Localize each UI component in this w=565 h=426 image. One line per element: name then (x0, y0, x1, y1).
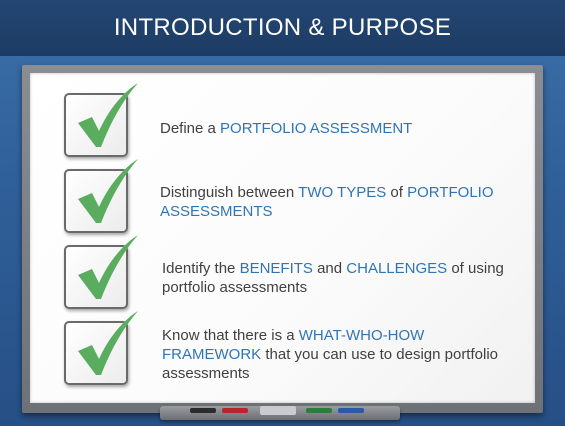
slide-title-bar: INTRODUCTION & PURPOSE (0, 0, 565, 56)
eraser-icon (260, 406, 296, 415)
highlight-segment: BENEFITS (239, 260, 313, 277)
text-segment: Distinguish between (160, 184, 299, 201)
text-segment: and (312, 260, 347, 277)
text-segment: Identify the (162, 260, 240, 277)
text-segment: Know that there is a (162, 327, 299, 344)
text-segment: of (386, 184, 408, 201)
text-segment: of using portfolio assessments (162, 260, 504, 296)
text-segment: Define a (160, 120, 221, 137)
highlight-segment: TWO TYPES (298, 184, 387, 201)
red-marker-icon (222, 408, 248, 413)
blue-marker-icon (338, 408, 364, 413)
checkmark-icon (78, 235, 138, 299)
marker-tray (160, 406, 400, 420)
black-marker-icon (190, 408, 216, 413)
objective-text-4: Know that there is a WHAT-WHO-HOW FRAMEW… (162, 326, 502, 383)
text-segment: that you can use to design portfolio ass… (162, 346, 498, 382)
green-marker-icon (306, 408, 332, 413)
whiteboard: Define a PORTFOLIO ASSESSMENT Distinguis… (30, 73, 535, 403)
checkmark-icon (78, 159, 138, 223)
objective-text-1: Define a PORTFOLIO ASSESSMENT (160, 119, 520, 138)
highlight-segment: PORTFOLIO ASSESSMENT (220, 120, 413, 137)
objective-text-2: Distinguish between TWO TYPES of PORTFOL… (160, 183, 530, 221)
slide-title: INTRODUCTION & PURPOSE (113, 14, 452, 41)
highlight-segment: CHALLENGES (346, 260, 448, 277)
highlight-segment: PORTFOLIO ASSESSMENTS (160, 184, 494, 220)
objective-text-3: Identify the BENEFITS and CHALLENGES of … (162, 259, 528, 297)
highlight-segment: WHAT-WHO-HOW FRAMEWORK (162, 327, 425, 363)
checkmark-icon (78, 311, 138, 375)
checkmark-icon (78, 83, 138, 147)
